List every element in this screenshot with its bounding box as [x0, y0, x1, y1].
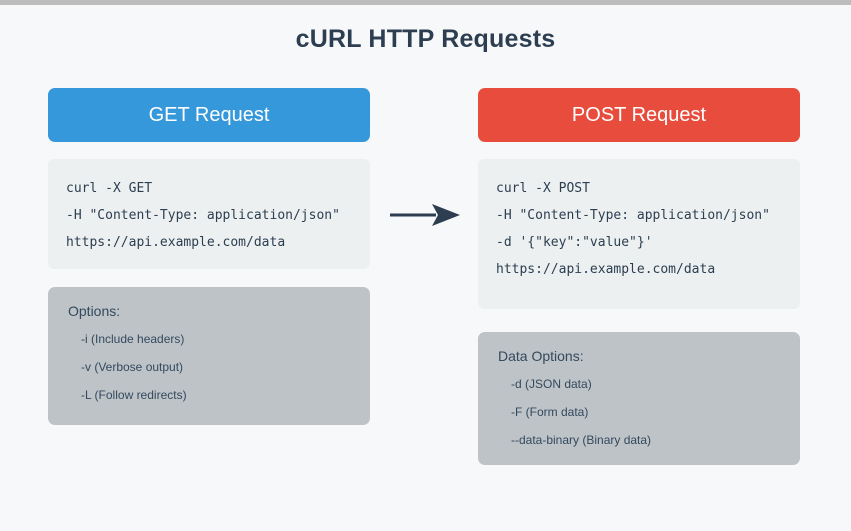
post-options-box: Data Options: -d (JSON data) -F (Form da…: [478, 332, 800, 465]
post-code-line: -d '{"key":"value"}': [496, 235, 653, 250]
post-option-item: --data-binary (Binary data): [511, 433, 652, 447]
get-options-box: Options: -i (Include headers) -v (Verbos…: [48, 287, 370, 425]
get-option-item: -L (Follow redirects): [81, 388, 187, 402]
get-option-item: -v (Verbose output): [81, 360, 184, 374]
post-option-item: -d (JSON data): [511, 377, 592, 391]
get-option-item: -i (Include headers): [81, 332, 185, 346]
get-options-title: Options:: [68, 303, 121, 319]
post-request-column: POST Request curl -X POST -H "Content-Ty…: [478, 88, 800, 465]
post-code-line: curl -X POST: [496, 181, 590, 196]
post-request-header[interactable]: POST Request: [478, 88, 800, 142]
get-code-line: https://api.example.com/data: [66, 235, 286, 250]
get-code-block[interactable]: curl -X GET -H "Content-Type: applicatio…: [48, 159, 370, 269]
get-request-header-label: GET Request: [148, 103, 270, 126]
get-code-line: -H "Content-Type: application/json": [66, 208, 340, 223]
post-options-title: Data Options:: [498, 348, 584, 364]
post-request-header-label: POST Request: [571, 103, 707, 126]
get-request-column: GET Request curl -X GET -H "Content-Type…: [48, 88, 370, 425]
diagram-canvas: cURL HTTP Requests GET Request curl -X G…: [0, 5, 851, 531]
get-request-header[interactable]: GET Request: [48, 88, 370, 142]
post-code-line: -H "Content-Type: application/json": [496, 208, 770, 223]
post-option-item: -F (Form data): [511, 405, 589, 419]
window-top-bar: [0, 0, 851, 5]
get-code-line: curl -X GET: [66, 181, 153, 196]
right-arrow-icon: [390, 204, 460, 226]
post-code-block[interactable]: curl -X POST -H "Content-Type: applicati…: [478, 159, 800, 309]
page-title: cURL HTTP Requests: [295, 25, 556, 53]
post-code-line: https://api.example.com/data: [496, 262, 716, 277]
